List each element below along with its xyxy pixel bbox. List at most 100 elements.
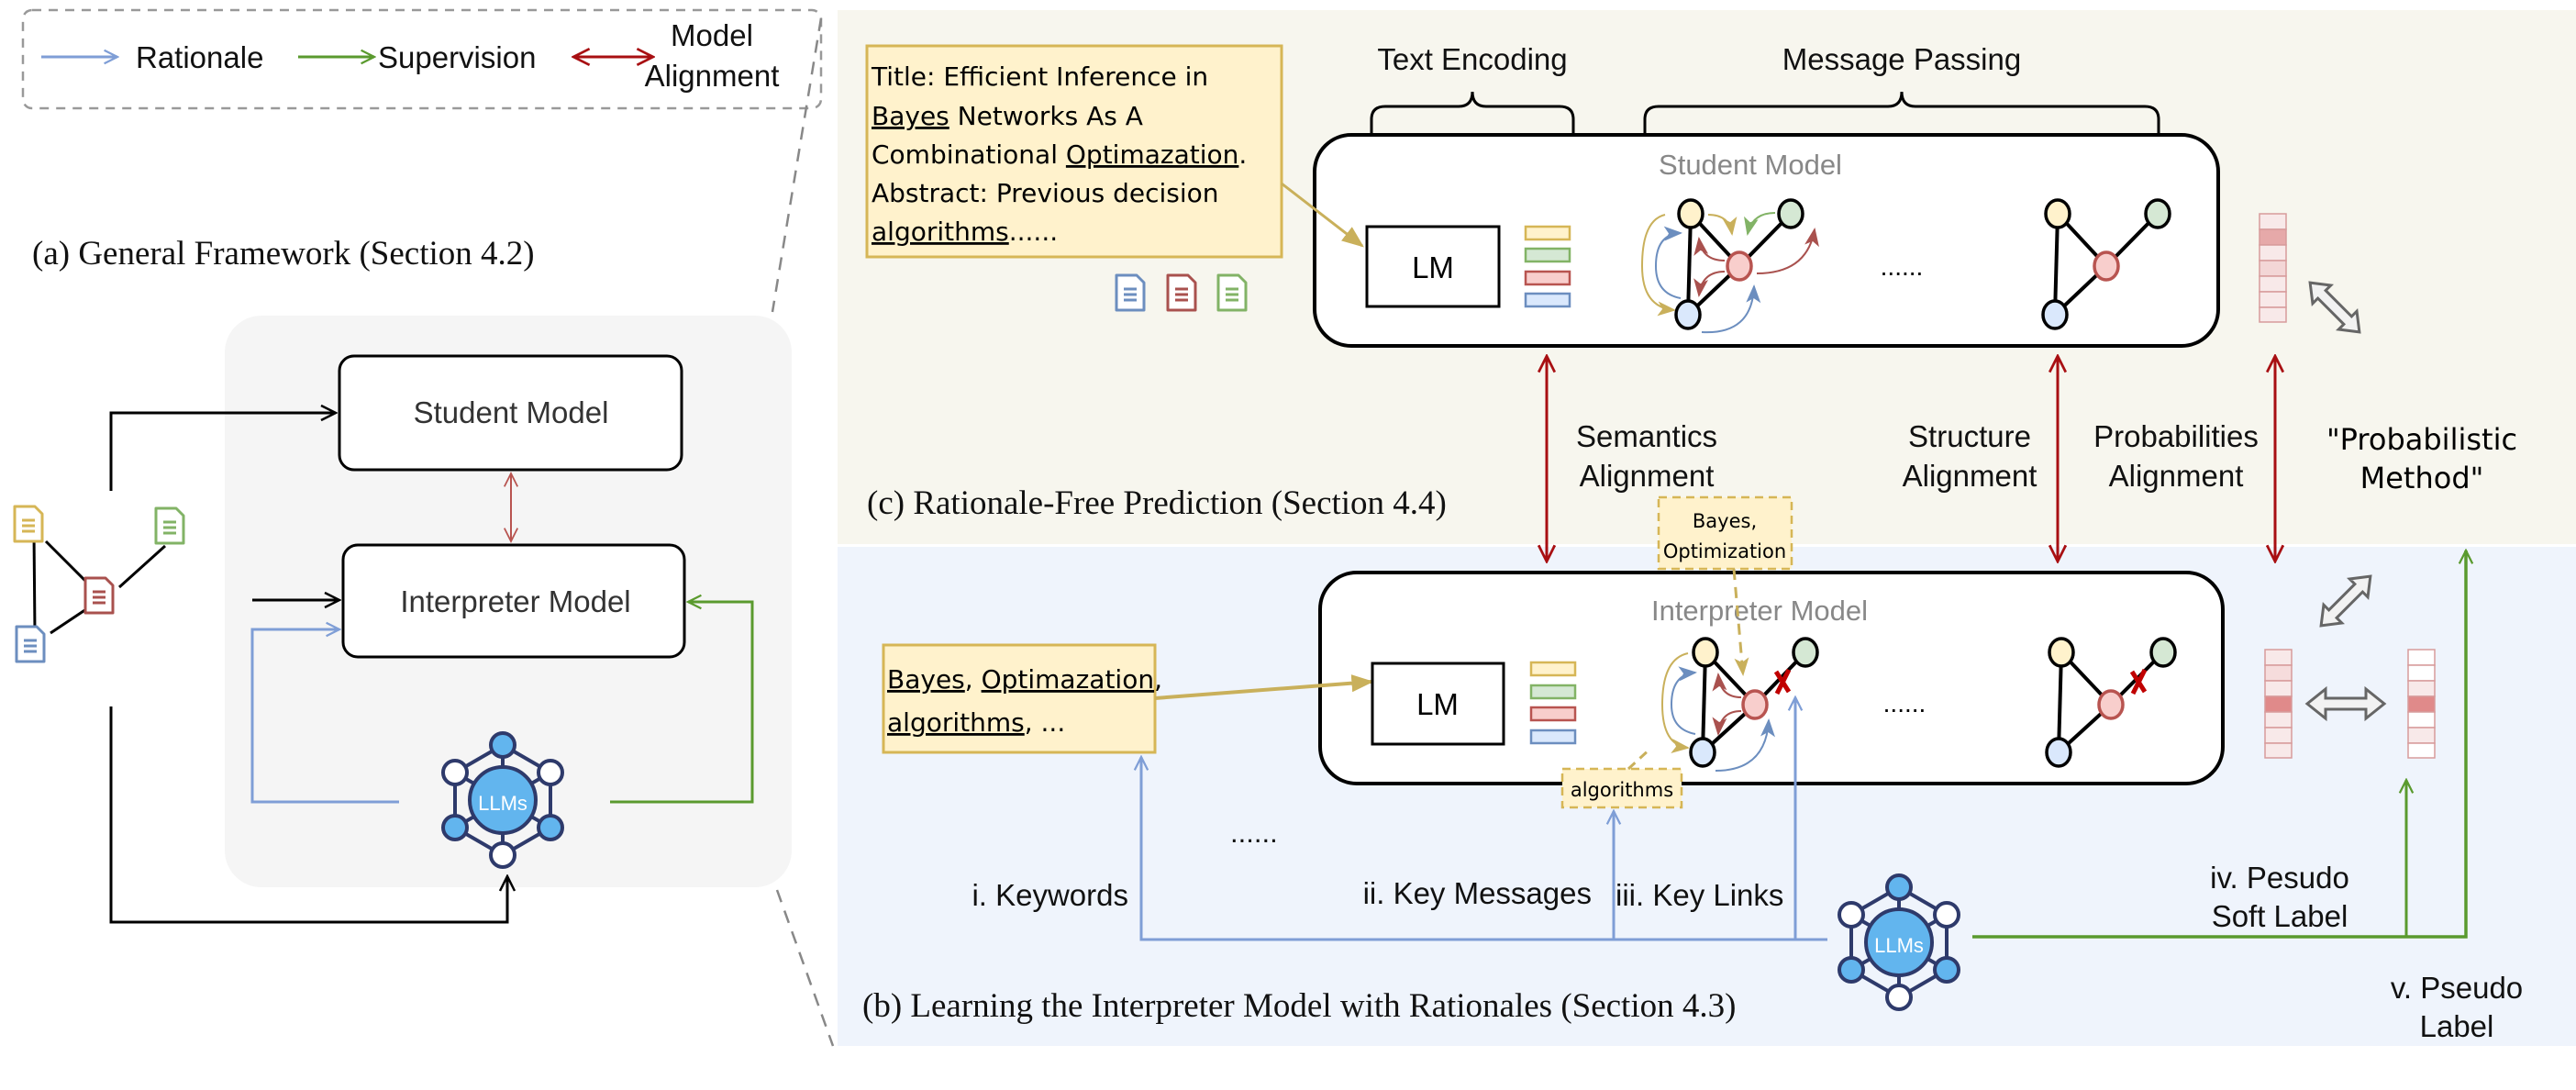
removed-link-x-icon: [1773, 668, 1792, 695]
ellipsis: ......: [1881, 252, 1924, 281]
keywords-box: [882, 643, 1157, 754]
message-passing-label: Message Passing: [1782, 42, 2021, 76]
input-text-line-2: Bayes Networks As A: [872, 101, 1143, 131]
tag-bayes-line-1: Bayes,: [1693, 510, 1757, 532]
panel-general-framework: (a) General Framework (Section 4.2) Stud…: [13, 235, 792, 924]
input-to-llms-arrow: [109, 706, 507, 924]
keywords-separator: ,: [1154, 664, 1162, 695]
panel-learning-interpreter: Bayes, Optimization Interpreter Model Ba…: [838, 495, 2576, 1046]
tag-algorithms: [1560, 767, 1683, 809]
rationale-key-messages: ii. Key Messages: [1363, 876, 1592, 910]
rationale-arrow: [250, 629, 399, 804]
input-text-line-3-pre: Combinational: [872, 139, 1066, 170]
rationale-pseudo-label-1: v. Pseudo: [2391, 971, 2523, 1005]
ellipsis: ......: [1883, 689, 1926, 717]
semantics-alignment-label-2: Alignment: [1580, 459, 1715, 493]
lm-box: [1365, 225, 1501, 308]
semantics-alignment-label-1: Semantics: [1576, 419, 1717, 453]
tag-algorithms-label: algorithms: [1571, 779, 1673, 801]
document-blue-icon: [15, 625, 46, 663]
removed-link-x-icon: [2129, 668, 2148, 695]
legend-model-alignment-2: Alignment: [645, 59, 780, 93]
structure-alignment-label-2: Alignment: [1903, 459, 2037, 493]
interpreter-probability-vector: [2264, 649, 2293, 759]
keywords-line-1: Bayes, Optimazation,: [887, 664, 1162, 695]
keyword-optimazation: Optimazation: [982, 664, 1155, 695]
text-encoding-brace: [1370, 91, 1575, 135]
document-red-icon: [83, 576, 115, 615]
rationale-key-links: iii. Key Links: [1616, 878, 1783, 912]
rationale-pseudo-label-2: Label: [2420, 1009, 2494, 1043]
keywords-tail: , ...: [1025, 707, 1066, 738]
document-green-icon: [1216, 273, 1248, 312]
node-green: [1777, 198, 1804, 229]
probabilistic-method-label-2: Method": [2360, 461, 2484, 495]
embedding-bars: [1524, 225, 1571, 308]
input-text-box: [865, 44, 1283, 259]
document-red-icon: [1166, 273, 1197, 312]
student-model-box: [338, 354, 683, 472]
algorithms-tag-pointer: [1627, 746, 1653, 771]
lm-label: LM: [1416, 687, 1459, 721]
probabilities-alignment-label-2: Alignment: [2109, 459, 2244, 493]
pseudo-label-arrow: [1972, 551, 2466, 939]
keyword-optimazation: Optimazation: [1066, 139, 1239, 170]
student-model-label: Student Model: [1659, 149, 1842, 181]
interpreter-model-label: Interpreter Model: [400, 584, 630, 618]
tag-bayes-line-2: Optimization: [1663, 540, 1786, 562]
embedding-green: [1524, 247, 1571, 263]
keyword-algorithms: algorithms: [887, 707, 1025, 738]
input-text-line-2-rest: Networks As A: [949, 101, 1143, 131]
tag-bayes-optimization: [1657, 495, 1793, 571]
embedding-yellow: [1524, 225, 1571, 241]
legend-model-alignment-1: Model: [671, 18, 753, 52]
input-text-line-5: algorithms......: [872, 217, 1058, 247]
keywords-line-2: algorithms, ...: [887, 707, 1065, 738]
keyword-algorithms: algorithms: [872, 217, 1009, 247]
diagonal-double-arrow-icon: [2308, 281, 2361, 334]
interpreter-model-box: [341, 543, 686, 659]
embedding-green: [1529, 684, 1577, 700]
llms-label: LLMs: [1874, 934, 1924, 957]
embedding-red: [1529, 706, 1577, 722]
message-passing-brace: [1643, 91, 2160, 135]
horizontal-double-arrow-icon: [2304, 685, 2387, 722]
text-encoding-label: Text Encoding: [1377, 42, 1567, 76]
llms-label: LLMs: [478, 792, 527, 815]
text-to-lm-arrow: [1281, 182, 1364, 248]
node-yellow: [1677, 198, 1704, 229]
supervision-arrow: [610, 602, 754, 804]
embedding-red: [1524, 270, 1571, 286]
document-graph: [13, 505, 185, 663]
input-text-line-1: Title: Efficient Inference in: [871, 61, 1208, 92]
keyword-bayes: Bayes: [887, 664, 965, 695]
lm-box: [1371, 662, 1505, 746]
node-blue: [1674, 299, 1702, 330]
keywords-rationale-arrow: [1141, 757, 1827, 941]
structure-alignment-label-1: Structure: [1908, 419, 2031, 453]
student-probability-vector: [2259, 213, 2287, 323]
interpreter-model-label: Interpreter Model: [1651, 595, 1868, 627]
rationale-pseudo-soft-label-1: iv. Pesudo: [2210, 861, 2349, 895]
zoom-connector-top: [771, 17, 823, 313]
final-graph: [2041, 198, 2171, 330]
probabilistic-method-label-1: "Probabilistic: [2326, 422, 2517, 457]
legend: Rationale Supervision Model Alignment: [21, 8, 823, 110]
keywords-separator: ,: [965, 664, 982, 695]
rationale-pseudo-soft-label-2: Soft Label: [2212, 899, 2348, 933]
input-text-line-3: Combinational Optimazation.: [872, 139, 1247, 170]
panel-b-title: (b) Learning the Interpreter Model with …: [862, 987, 1736, 1025]
embedding-yellow: [1529, 661, 1577, 677]
pseudo-label-vector: [2407, 649, 2436, 759]
keywords-to-lm-arrow: [1154, 674, 1374, 700]
panel-rationale-free-prediction: Title: Efficient Inference in Bayes Netw…: [838, 10, 2576, 562]
embedding-blue: [1524, 292, 1571, 308]
input-text-line-5-post: ......: [1009, 217, 1058, 247]
panel-c-title: (c) Rationale-Free Prediction (Section 4…: [867, 484, 1447, 522]
lm-label: LM: [1412, 250, 1454, 284]
zoom-connector-bottom: [775, 889, 835, 1047]
ellipsis-rationale: ......: [1230, 817, 1278, 849]
diagonal-double-arrow-icon: [2319, 574, 2372, 628]
input-text-line-3-post: .: [1238, 139, 1247, 170]
